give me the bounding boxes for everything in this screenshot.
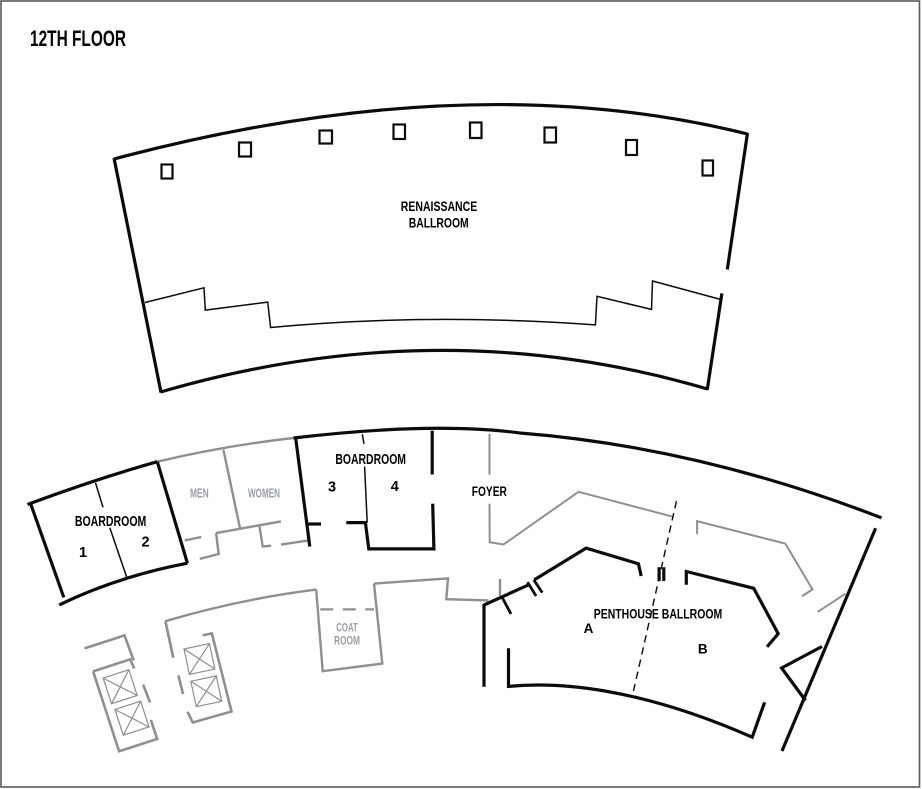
svg-text:1: 1	[79, 545, 87, 561]
svg-text:12TH FLOOR: 12TH FLOOR	[30, 26, 126, 51]
svg-text:BOARDROOM: BOARDROOM	[335, 452, 406, 468]
svg-text:BOARDROOM: BOARDROOM	[75, 514, 147, 530]
svg-text:COAT: COAT	[336, 620, 358, 634]
svg-text:RENAISSANCE: RENAISSANCE	[401, 199, 478, 214]
svg-text:4: 4	[391, 479, 399, 495]
svg-text:A: A	[584, 621, 594, 636]
svg-text:MEN: MEN	[190, 487, 209, 501]
svg-text:BALLROOM: BALLROOM	[409, 216, 469, 231]
svg-text:ROOM: ROOM	[334, 634, 360, 648]
svg-text:B: B	[698, 641, 708, 656]
svg-text:3: 3	[328, 480, 336, 496]
svg-text:FOYER: FOYER	[472, 484, 507, 499]
svg-text:2: 2	[141, 535, 149, 551]
svg-text:WOMEN: WOMEN	[248, 487, 280, 501]
svg-text:PENTHOUSE BALLROOM: PENTHOUSE BALLROOM	[594, 607, 723, 622]
